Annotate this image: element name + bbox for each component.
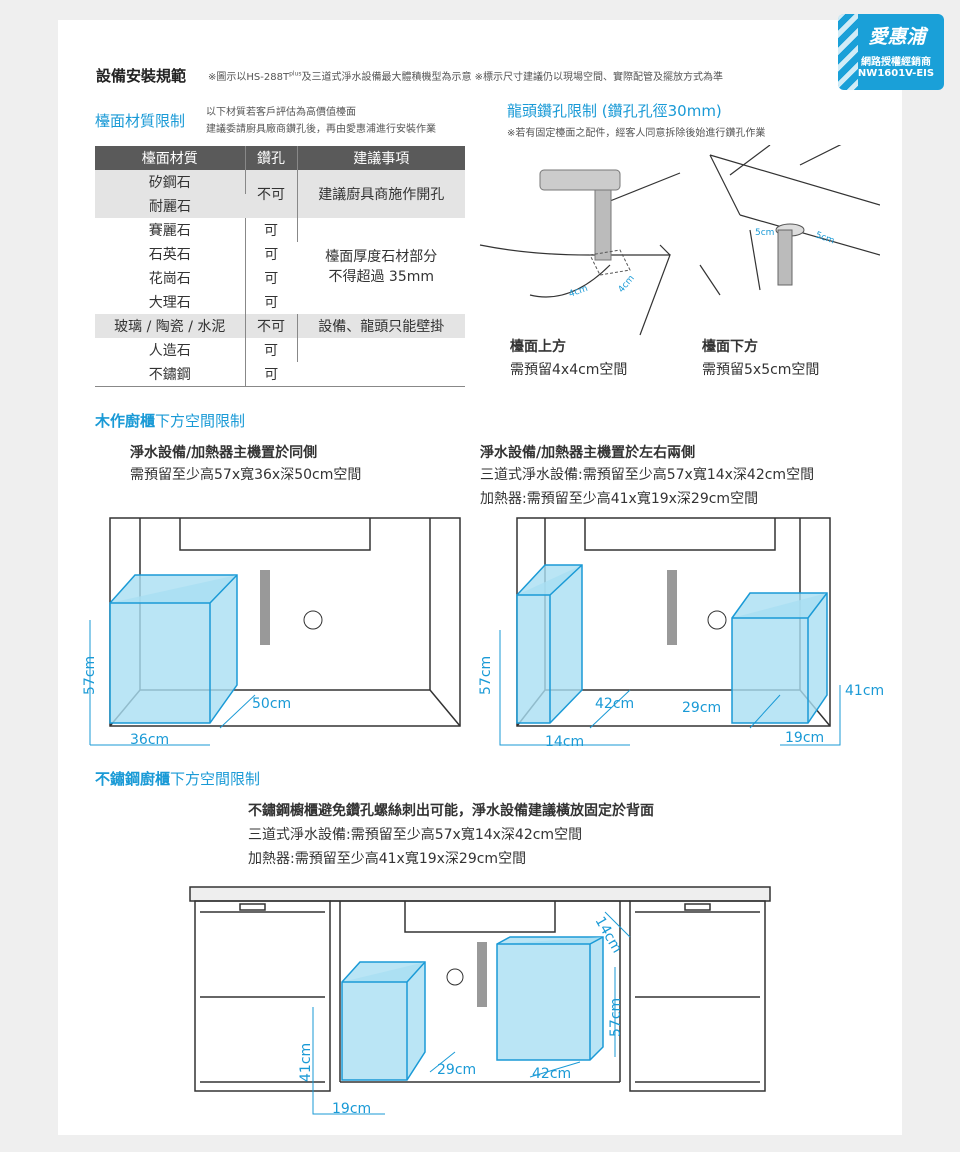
cell: 花崗石: [95, 266, 246, 290]
cell: 耐麗石: [95, 194, 245, 218]
note-b: 及三道式淨水設備最大體積機型為示意 ※標示尺寸建議仍以現場空間、實際配管及擺放方…: [301, 72, 724, 83]
material-note2: 建議委請廚具廠商鑽孔後，再由愛惠浦進行安裝作業: [206, 124, 436, 135]
badge-line1: 網路授權經銷商: [861, 57, 931, 68]
dim-label: 50cm: [252, 696, 291, 712]
material-table: 檯面材質鑽孔建議事項 矽鋼石不可建議廚具商施作開孔 耐麗石 賽麗石可檯面厚度石材…: [95, 146, 465, 387]
steel-desc2: 加熱器:需預留至少高41x寬19x深29cm空間: [248, 851, 527, 867]
cell: 人造石: [95, 338, 246, 362]
wood-left-head: 淨水設備/加熱器主機置於同側: [130, 445, 318, 461]
wood-title: 木作廚櫃下方空間限制: [95, 410, 245, 431]
wood-left-desc: 需預留至少高57x寬36x深50cm空間: [130, 467, 362, 483]
cell: 可: [264, 247, 279, 263]
dim-label: 36cm: [130, 732, 169, 748]
wood-title-rest: 下方空間限制: [155, 412, 246, 430]
cell: 可: [245, 338, 298, 362]
table-row: 耐麗石: [95, 194, 465, 218]
steel-desc1: 三道式淨水設備:需預留至少高57x寬14x深42cm空間: [248, 827, 583, 843]
faucet-title: 龍頭鑽孔限制 (鑽孔孔徑30mm): [507, 102, 722, 120]
steel-title-rest: 下方空間限制: [170, 770, 261, 788]
cell: 可: [245, 218, 298, 242]
col-header: 建議事項: [297, 146, 465, 170]
cell: 大理石: [95, 290, 246, 314]
dim-label: 57cm: [82, 656, 98, 695]
cell: 建議廚具商施作開孔: [297, 170, 465, 218]
dim-label: 19cm: [332, 1101, 371, 1117]
cell: 設備、龍頭只能壁掛: [297, 314, 465, 338]
dim-label: 14cm: [545, 734, 584, 750]
dim-label: 19cm: [785, 730, 824, 746]
dealer-badge: 愛惠浦 網路授權經銷商 NW1601V-EIS: [838, 14, 944, 90]
dim-label: 41cm: [845, 683, 884, 699]
cell: 可: [264, 295, 279, 311]
badge-line2: NW1601V-EIS: [857, 68, 935, 79]
cell: 不可: [245, 314, 298, 338]
steel-diagram: 41cm 19cm 29cm 42cm 57cm 14cm: [189, 886, 771, 1117]
wood-right-head: 淨水設備/加熱器主機置於左右兩側: [480, 445, 696, 461]
dim-label: 5cm: [755, 228, 774, 238]
wood-right-desc2: 加熱器:需預留至少高41x寬19x深29cm空間: [480, 491, 759, 507]
cell: 賽麗石: [95, 218, 246, 242]
dim-label: 4cm: [568, 284, 590, 300]
dim-label: 57cm: [608, 998, 624, 1037]
dim-label: 29cm: [437, 1062, 476, 1078]
faucet-diagram: 4cm 4cm 5cm 5cm: [479, 145, 880, 336]
cell: 玻璃 / 陶瓷 / 水泥: [95, 314, 246, 338]
wood-right-desc1: 三道式淨水設備:需預留至少高57x寬14x深42cm空間: [480, 467, 815, 483]
bottom-desc: 需預留5x5cm空間: [702, 362, 820, 378]
dim-label: 57cm: [478, 656, 494, 695]
top-desc: 需預留4x4cm空間: [510, 362, 628, 378]
note-sup: plus: [289, 70, 302, 78]
material-title: 檯面材質限制: [95, 112, 186, 130]
cell: 不鏽鋼: [95, 362, 246, 386]
header-note: ※圖示以HS-288Tplus及三道式淨水設備最大體積機型為示意 ※標示尺寸建議…: [208, 68, 723, 83]
cell: 可: [264, 366, 279, 383]
brand-logo: 愛惠浦: [868, 26, 926, 48]
note-a: ※圖示以HS-288T: [208, 72, 290, 83]
dim-label: 4cm: [617, 274, 637, 295]
cell: 不可: [245, 170, 298, 218]
cell: 矽鋼石: [95, 170, 246, 194]
faucet-icon: [539, 169, 621, 191]
dim-label: 41cm: [298, 1043, 314, 1082]
table-row: 大理石 可: [95, 290, 465, 314]
faucet-note: ※若有固定檯面之配件，經客人同意拆除後始進行鑽孔作業: [507, 128, 766, 139]
steel-title: 不鏽鋼廚櫃下方空間限制: [95, 768, 260, 789]
cell: 檯面厚度石材部分不得超過 35mm: [297, 218, 465, 314]
col-header: 檯面材質: [95, 146, 246, 170]
material-note1: 以下材質若客戶評估為高價值檯面: [206, 107, 356, 118]
steel-head: 不鏽鋼櫥櫃避免鑽孔螺絲刺出可能，淨水設備建議橫放固定於背面: [248, 803, 654, 819]
dim-label: 42cm: [532, 1066, 571, 1082]
dim-label: 5cm: [814, 230, 836, 246]
page-title: 設備安裝規範: [96, 67, 187, 85]
dim-label: 29cm: [682, 700, 721, 716]
table-row: 花崗石 可: [95, 266, 465, 290]
advice-line: 檯面厚度石材部分: [325, 249, 438, 265]
table-row: 矽鋼石不可建議廚具商施作開孔: [95, 170, 465, 218]
badge-stripes: [838, 14, 858, 90]
cell: 石英石: [95, 242, 246, 266]
wood-diagrams: 57cm 50cm 36cm 57cm 42cm 14cm 29cm 19cm …: [82, 517, 884, 750]
table-row: 玻璃 / 陶瓷 / 水泥不可設備、龍頭只能壁掛: [95, 314, 465, 338]
wood-title-bold: 木作廚櫃: [95, 412, 156, 430]
table-row: 人造石可: [95, 338, 465, 362]
cell: [297, 338, 465, 386]
bottom-label: 檯面下方: [702, 339, 758, 355]
col-header: 鑽孔: [245, 146, 298, 170]
dim-label: 42cm: [595, 696, 634, 712]
table-row: 石英石 可: [95, 242, 465, 266]
table-row: 不鏽鋼 可: [95, 362, 465, 386]
top-label: 檯面上方: [510, 339, 566, 355]
cell: 可: [264, 271, 279, 287]
table-row: 賽麗石可檯面厚度石材部分不得超過 35mm: [95, 218, 465, 285]
advice-line: 不得超過 35mm: [328, 269, 435, 285]
steel-title-bold: 不鏽鋼廚櫃: [95, 770, 171, 788]
